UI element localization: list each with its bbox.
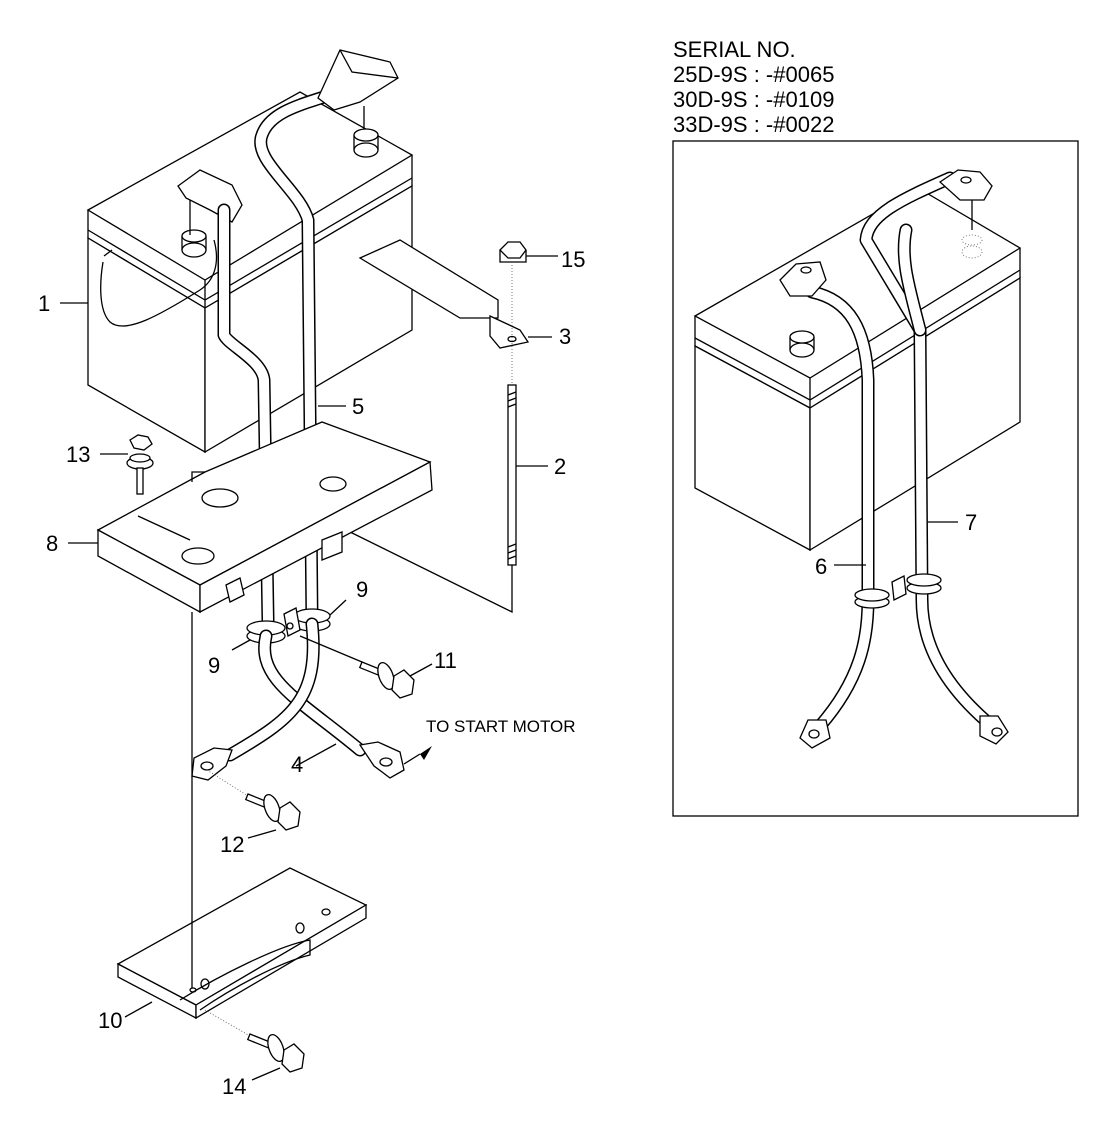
callout-8: 8 [46, 531, 58, 556]
starter-cable [191, 617, 432, 781]
clamp-bolt [299, 635, 433, 699]
callout-15: 15 [561, 247, 585, 272]
callout-9-left: 9 [208, 653, 220, 678]
serial-heading: SERIAL NO. [673, 37, 796, 62]
tray-bolt [100, 434, 191, 541]
callout-7: 7 [965, 510, 977, 535]
callout-2: 2 [554, 454, 566, 479]
callout-5: 5 [352, 394, 364, 419]
flange-nut [499, 241, 558, 263]
to-start-motor-note: TO START MOTOR [426, 717, 576, 736]
callout-6: 6 [815, 554, 827, 579]
callout-12: 12 [220, 832, 244, 857]
hold-down-rod [341, 262, 548, 614]
plate-bolt [204, 1009, 305, 1081]
serial-line-25d: 25D-9S : -#0065 [673, 62, 834, 87]
callout-3: 3 [559, 324, 571, 349]
cable-clamps [231, 599, 347, 651]
lug-bolt [206, 769, 301, 839]
callout-1: 1 [38, 291, 50, 316]
serial-line-33d: 33D-9S : -#0022 [673, 112, 834, 137]
callout-10: 10 [98, 1008, 122, 1033]
battery-cable [217, 49, 399, 627]
hold-down-bracket [358, 239, 530, 349]
serial-number-block: SERIAL NO. 25D-9S : -#0065 30D-9S : -#01… [673, 37, 834, 137]
serial-line-30d: 30D-9S : -#0109 [673, 87, 834, 112]
callouts: 1 2 3 4 5 6 7 8 9 9 10 11 12 13 14 15 [38, 247, 977, 1099]
callout-13: 13 [66, 442, 90, 467]
callout-9-right: 9 [356, 577, 368, 602]
battery-tray [96, 421, 433, 614]
mounting-plate [116, 612, 368, 1020]
callout-11: 11 [434, 648, 457, 673]
serial-variant-panel [672, 140, 1079, 817]
callout-14: 14 [222, 1074, 246, 1099]
callout-leaders [60, 302, 552, 544]
callout-4: 4 [291, 752, 303, 777]
